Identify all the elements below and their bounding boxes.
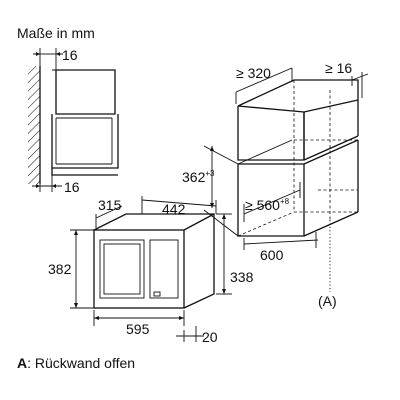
rear-marker-label: (A): [318, 293, 337, 309]
units-label: Maße in mm: [17, 25, 95, 41]
niche-height-label: 362+3: [182, 169, 215, 185]
niche-width-label: ≥ 560+8: [245, 197, 290, 213]
appliance-height-front-label: 382: [48, 261, 72, 277]
upper-box: [237, 79, 359, 113]
door-window: [99, 239, 145, 299]
side-bottom-gap-label: 16: [64, 179, 80, 195]
side-view: [28, 48, 119, 192]
front-frame: [93, 229, 185, 309]
legend-key: A: [17, 355, 28, 371]
appliance-height-side-label: 338: [230, 269, 254, 285]
appliance-depth-label: 315: [98, 197, 122, 213]
appliance-width-top-label: 442: [162, 201, 186, 217]
niche-depth-min-label: ≥ 320: [236, 65, 271, 81]
appliance-width-front-label: 595: [126, 321, 150, 337]
control-panel: [149, 239, 179, 299]
niche-depth-label: 600: [260, 247, 284, 263]
wall-hatch: [28, 66, 40, 184]
niche-side-gap-label: ≥ 16: [325, 60, 353, 76]
niche-drawing: [203, 67, 369, 292]
legend-text: : Rückwand offen: [27, 355, 136, 371]
legend: A: Rückwand offen: [17, 356, 135, 370]
appliance-frame-depth-label: 20: [202, 329, 218, 345]
upper-cabinet: [55, 69, 116, 115]
appliance-drawing: [70, 196, 232, 342]
side-appliance: [51, 114, 119, 169]
side-top-gap-label: 16: [62, 47, 78, 63]
